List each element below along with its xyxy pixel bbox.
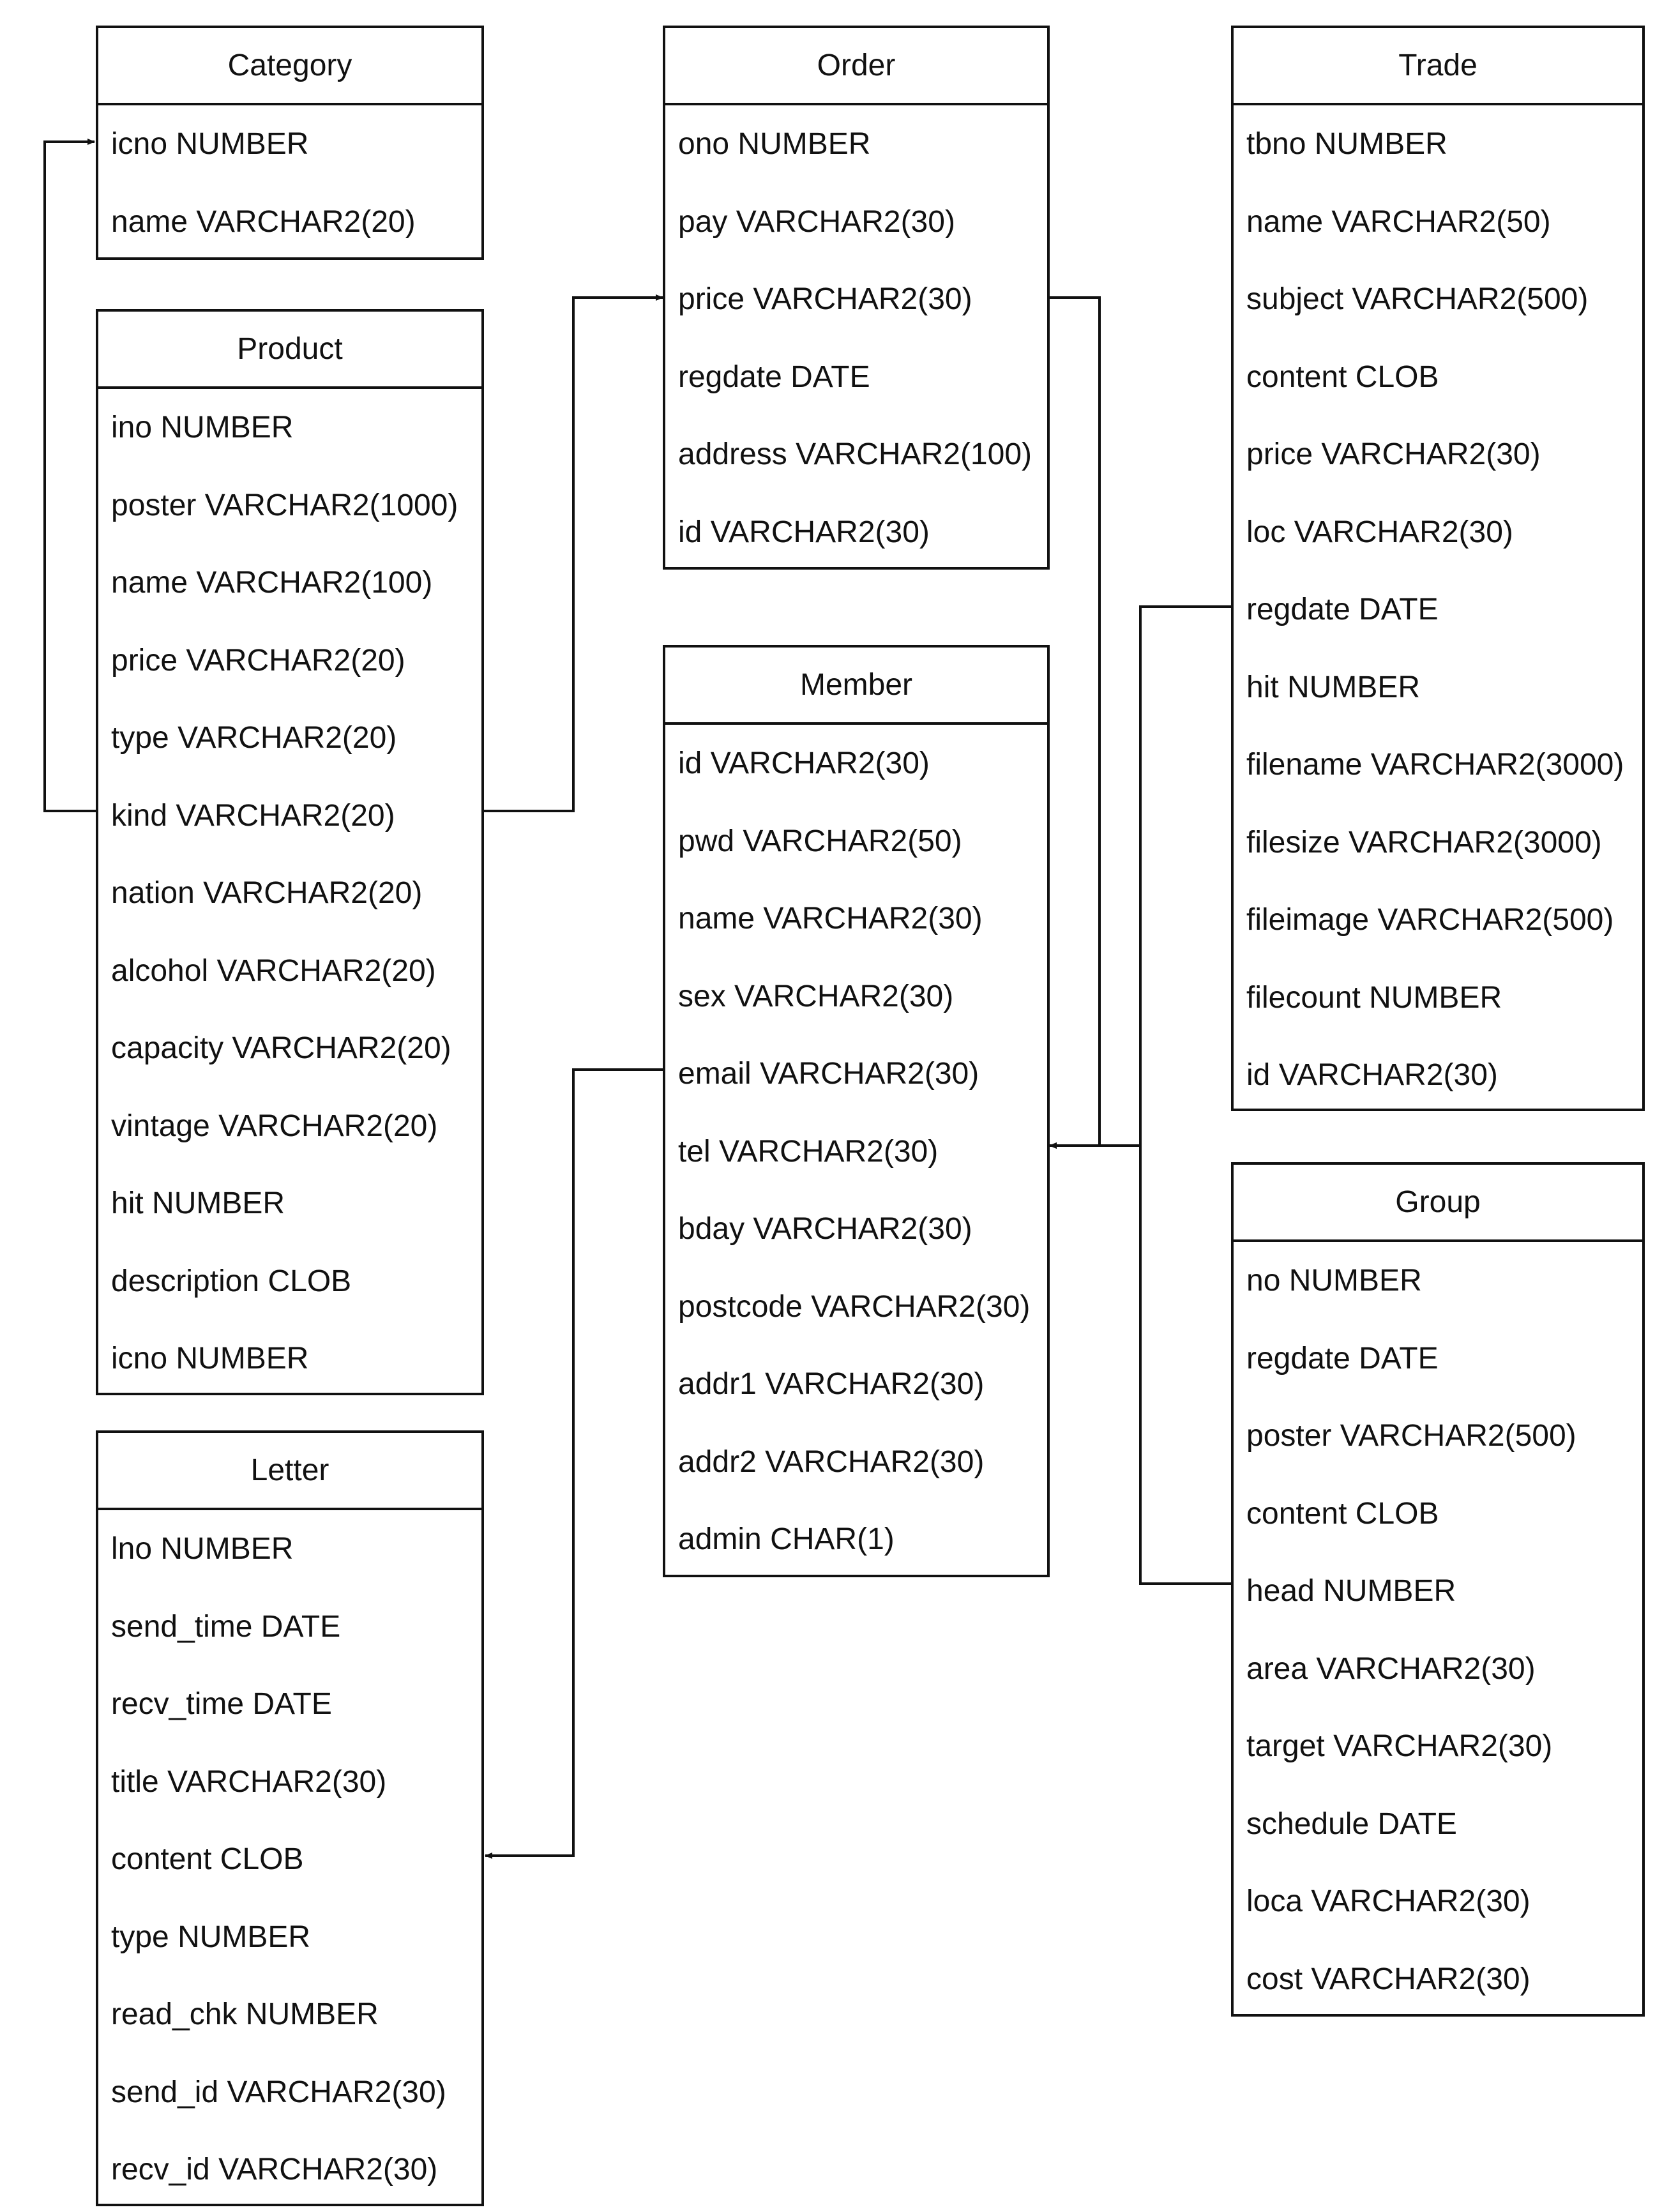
field-icno: icno NUMBER bbox=[111, 127, 309, 162]
field-email: email VARCHAR2(30) bbox=[678, 1057, 979, 1091]
field-regdate: regdate DATE bbox=[1246, 593, 1439, 627]
field-recv-time: recv_time DATE bbox=[111, 1687, 332, 1722]
field-alcohol: alcohol VARCHAR2(20) bbox=[111, 953, 436, 988]
entity-title: Category bbox=[98, 28, 481, 105]
field-description: description CLOB bbox=[111, 1264, 352, 1298]
field-lno: lno NUMBER bbox=[111, 1532, 294, 1566]
field-filesize: filesize VARCHAR2(3000) bbox=[1246, 825, 1602, 860]
field-no: no NUMBER bbox=[1246, 1264, 1422, 1298]
field-price: price VARCHAR2(30) bbox=[678, 282, 972, 317]
connector-member-email-to-letter-content bbox=[485, 1068, 664, 1859]
field-filename: filename VARCHAR2(3000) bbox=[1246, 748, 1624, 782]
field-address: address VARCHAR2(100) bbox=[678, 437, 1032, 472]
field-tbno: tbno NUMBER bbox=[1246, 127, 1447, 162]
field-poster: poster VARCHAR2(1000) bbox=[111, 488, 458, 522]
field-sex: sex VARCHAR2(30) bbox=[678, 979, 954, 1013]
field-name: name VARCHAR2(30) bbox=[678, 902, 983, 936]
field-name: name VARCHAR2(50) bbox=[1246, 204, 1551, 239]
entity-group: Group no NUMBER regdate DATE poster VARC… bbox=[1231, 1162, 1645, 2017]
field-capacity: capacity VARCHAR2(20) bbox=[111, 1031, 451, 1066]
field-ino: ino NUMBER bbox=[111, 411, 294, 445]
field-id: id VARCHAR2(30) bbox=[1246, 1058, 1498, 1093]
field-price: price VARCHAR2(30) bbox=[1246, 437, 1541, 472]
field-icno: icno NUMBER bbox=[111, 1342, 309, 1376]
field-type: type NUMBER bbox=[111, 1920, 311, 1954]
field-area: area VARCHAR2(30) bbox=[1246, 1651, 1536, 1686]
field-title: title VARCHAR2(30) bbox=[111, 1764, 387, 1799]
entity-order: Order ono NUMBER pay VARCHAR2(30) price … bbox=[663, 26, 1050, 570]
field-send-time: send_time DATE bbox=[111, 1609, 341, 1644]
field-head: head NUMBER bbox=[1246, 1574, 1456, 1609]
entity-title: Order bbox=[665, 28, 1047, 105]
connector-group-head-to-member-tel bbox=[1139, 1146, 1231, 1585]
field-postcode: postcode VARCHAR2(30) bbox=[678, 1289, 1031, 1324]
field-addr1: addr1 VARCHAR2(30) bbox=[678, 1367, 985, 1402]
entity-product: Product ino NUMBER poster VARCHAR2(1000)… bbox=[96, 309, 484, 1395]
field-send-id: send_id VARCHAR2(30) bbox=[111, 2075, 446, 2109]
field-hit: hit NUMBER bbox=[111, 1186, 285, 1221]
field-regdate: regdate DATE bbox=[678, 360, 870, 394]
entity-title: Member bbox=[665, 648, 1047, 725]
field-price: price VARCHAR2(20) bbox=[111, 643, 405, 678]
entity-title: Trade bbox=[1234, 28, 1642, 105]
field-nation: nation VARCHAR2(20) bbox=[111, 876, 423, 911]
field-tel: tel VARCHAR2(30) bbox=[678, 1134, 939, 1169]
field-id: id VARCHAR2(30) bbox=[678, 746, 930, 781]
field-ono: ono NUMBER bbox=[678, 127, 871, 162]
field-kind: kind VARCHAR2(20) bbox=[111, 798, 395, 833]
field-hit: hit NUMBER bbox=[1246, 670, 1421, 704]
field-regdate: regdate DATE bbox=[1246, 1341, 1439, 1375]
field-name: name VARCHAR2(100) bbox=[111, 566, 433, 600]
connector-product-kind-to-order-price bbox=[484, 294, 663, 812]
field-pwd: pwd VARCHAR2(50) bbox=[678, 824, 962, 858]
field-loca: loca VARCHAR2(30) bbox=[1246, 1884, 1530, 1919]
entity-letter: Letter lno NUMBER send_time DATE recv_ti… bbox=[96, 1430, 484, 2206]
connector-product-kind-to-category-icno bbox=[43, 139, 96, 812]
field-type: type VARCHAR2(20) bbox=[111, 721, 397, 755]
field-filecount: filecount NUMBER bbox=[1246, 980, 1502, 1015]
field-read-chk: read_chk NUMBER bbox=[111, 1997, 379, 2032]
field-pay: pay VARCHAR2(30) bbox=[678, 204, 955, 239]
field-name: name VARCHAR2(20) bbox=[111, 204, 416, 239]
field-content: content CLOB bbox=[111, 1842, 304, 1877]
field-cost: cost VARCHAR2(30) bbox=[1246, 1962, 1530, 1996]
entity-member: Member id VARCHAR2(30) pwd VARCHAR2(50) … bbox=[663, 645, 1050, 1577]
field-schedule: schedule DATE bbox=[1246, 1807, 1457, 1841]
field-loc: loc VARCHAR2(30) bbox=[1246, 515, 1513, 549]
field-admin: admin CHAR(1) bbox=[678, 1522, 895, 1557]
entity-title: Group bbox=[1234, 1165, 1642, 1242]
entity-title: Letter bbox=[98, 1433, 481, 1510]
field-content: content CLOB bbox=[1246, 360, 1439, 394]
connector-trade-regdate-to-member-tel bbox=[1049, 605, 1231, 1149]
field-addr2: addr2 VARCHAR2(30) bbox=[678, 1444, 985, 1479]
field-fileimage: fileimage VARCHAR2(500) bbox=[1246, 903, 1614, 937]
connector-order-price-to-member-tel bbox=[1048, 296, 1101, 1149]
field-bday: bday VARCHAR2(30) bbox=[678, 1212, 972, 1246]
field-subject: subject VARCHAR2(500) bbox=[1246, 282, 1589, 317]
field-id: id VARCHAR2(30) bbox=[678, 515, 930, 549]
field-content: content CLOB bbox=[1246, 1496, 1439, 1531]
entity-category: Category icno NUMBER name VARCHAR2(20) bbox=[96, 26, 484, 260]
field-poster: poster VARCHAR2(500) bbox=[1246, 1419, 1576, 1453]
entity-title: Product bbox=[98, 312, 481, 389]
field-recv-id: recv_id VARCHAR2(30) bbox=[111, 2153, 438, 2187]
field-target: target VARCHAR2(30) bbox=[1246, 1729, 1553, 1764]
field-vintage: vintage VARCHAR2(20) bbox=[111, 1109, 438, 1143]
entity-trade: Trade tbno NUMBER name VARCHAR2(50) subj… bbox=[1231, 26, 1645, 1111]
